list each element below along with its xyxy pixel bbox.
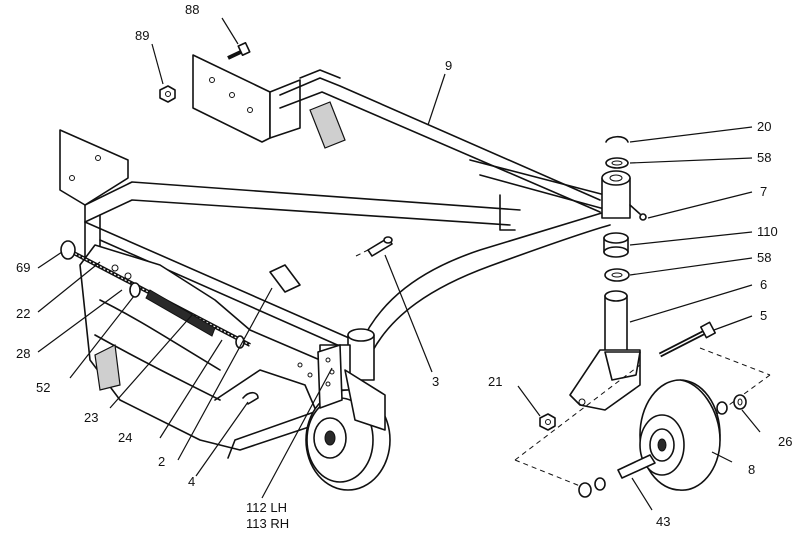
callout-23: 23 bbox=[84, 410, 98, 425]
callout-8: 8 bbox=[748, 462, 755, 477]
callout-22: 22 bbox=[16, 306, 30, 321]
callout-21: 21 bbox=[488, 374, 502, 389]
main-frame bbox=[84, 69, 611, 356]
callout-26: 26 bbox=[778, 434, 792, 449]
callout-4: 4 bbox=[188, 474, 195, 489]
callout-labels: 88 89 9 20 58 7 110 58 6 5 69 22 28 52 2… bbox=[16, 2, 792, 531]
callout-110: 110 bbox=[757, 224, 778, 239]
callout-3: 3 bbox=[432, 374, 439, 389]
callout-58-upper: 58 bbox=[757, 150, 771, 165]
threaded-rod-assembly bbox=[60, 240, 251, 349]
callout-58-lower: 58 bbox=[757, 250, 771, 265]
callout-113-rh: 113 RH bbox=[246, 516, 289, 531]
callout-6: 6 bbox=[760, 277, 767, 292]
caster-hardware-stack bbox=[539, 135, 717, 431]
callout-28: 28 bbox=[16, 346, 30, 361]
callout-7: 7 bbox=[760, 184, 767, 199]
side-bracket-112-113 bbox=[317, 344, 343, 409]
callout-89: 89 bbox=[135, 28, 149, 43]
rear-mount-bracket bbox=[192, 54, 301, 143]
leader-lines bbox=[37, 17, 761, 511]
callout-20: 20 bbox=[757, 119, 771, 134]
callout-112-lh: 112 LH bbox=[246, 500, 287, 515]
callout-9: 9 bbox=[445, 58, 452, 73]
callout-88: 88 bbox=[185, 2, 199, 17]
callout-69: 69 bbox=[16, 260, 30, 275]
callout-5: 5 bbox=[760, 308, 767, 323]
caster-wheel bbox=[514, 347, 771, 498]
hairpin-clip bbox=[242, 391, 259, 405]
left-side-plate bbox=[59, 129, 129, 206]
callout-52: 52 bbox=[36, 380, 50, 395]
link-plate bbox=[269, 264, 301, 293]
clevis-pin bbox=[355, 236, 393, 257]
callout-43: 43 bbox=[656, 514, 670, 529]
callout-2: 2 bbox=[158, 454, 165, 469]
hardware-88-89 bbox=[159, 41, 251, 103]
front-wheel bbox=[305, 369, 391, 491]
callout-24: 24 bbox=[118, 430, 132, 445]
